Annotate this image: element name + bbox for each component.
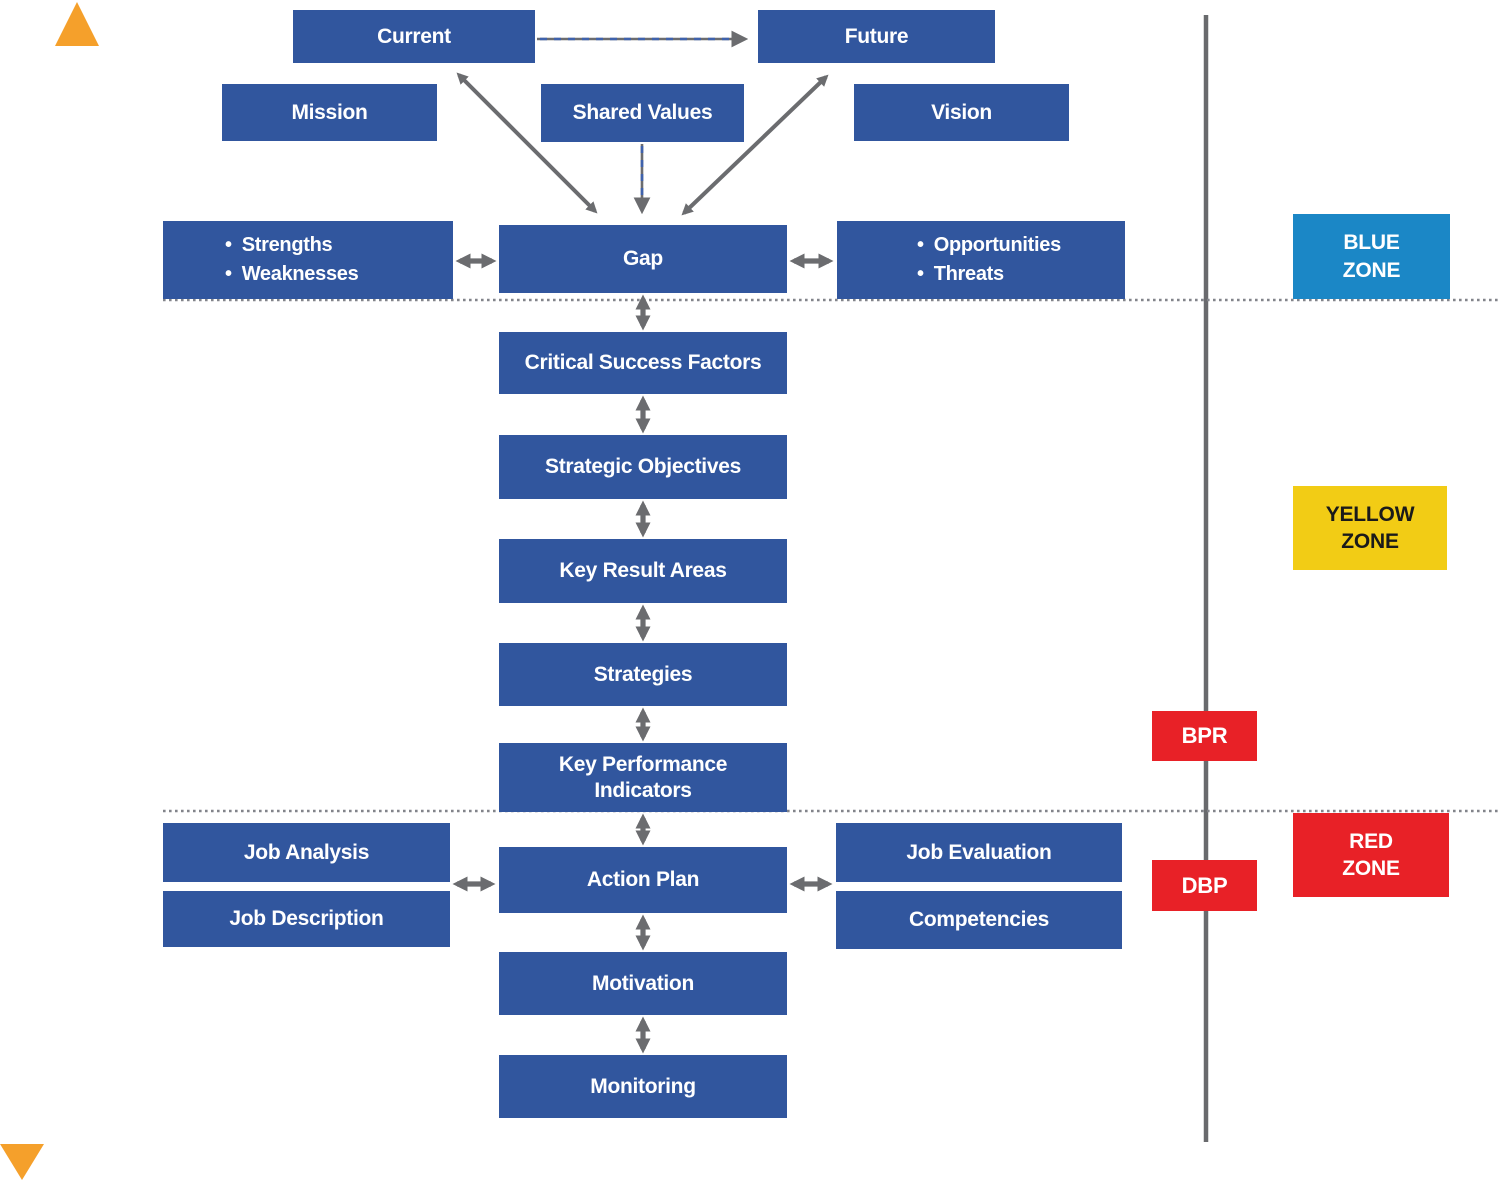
job-evaluation-label: Job Evaluation [906,840,1052,864]
red-zone-line1: RED [1349,829,1393,853]
bpr-label: BPR [1181,723,1228,748]
critical-success-factors-label: Critical Success Factors [524,351,762,375]
bpr-tag: BPR [1152,711,1257,761]
motivation-label: Motivation [592,971,694,995]
timeline-arrow-up [55,2,99,1158]
current-gap-arrow [456,72,598,214]
strategic-objectives-label: Strategic Objectives [545,455,741,479]
shared-values-box: Shared Values [541,84,744,142]
job-description-label: Job Description [229,907,384,931]
key-result-areas-label: Key Result Areas [559,559,727,583]
competencies-box: Competencies [836,891,1122,949]
threats-item: • Threats [917,260,1004,289]
future-gap-arrow [681,74,829,216]
strengths-weaknesses-box: • Strengths • Weaknesses [163,221,453,299]
strategies-box: Strategies [499,643,787,706]
dbp-tag: DBP [1152,860,1257,911]
yellow-zone-badge: YELLOW ZONE [1293,486,1447,570]
bullet-icon: • [225,263,232,285]
opportunities-label: Opportunities [933,234,1062,256]
key-result-areas-box: Key Result Areas [499,539,787,603]
monitoring-box: Monitoring [499,1055,787,1118]
vision-label: Vision [931,100,992,124]
gap-label: Gap [623,247,663,271]
mission-label: Mission [291,100,368,124]
critical-success-factors-box: Critical Success Factors [499,332,787,394]
gap-box: Gap [499,225,787,293]
strengths-label: Strengths [241,234,333,256]
action-plan-box: Action Plan [499,847,787,913]
strategic-objectives-box: Strategic Objectives [499,435,787,499]
yellow-zone-line1: YELLOW [1325,502,1415,526]
competencies-label: Competencies [909,908,1049,932]
monitoring-label: Monitoring [590,1074,696,1098]
job-description-box: Job Description [163,891,450,947]
job-evaluation-box: Job Evaluation [836,823,1122,882]
strengths-item: • Strengths [225,231,333,260]
opportunities-threats-box: • Opportunities • Threats [837,221,1125,299]
red-zone-badge: RED ZONE [1293,813,1449,897]
blue-zone-line2: ZONE [1342,258,1401,282]
kpi-line1: Key Performance [558,752,728,776]
job-analysis-box: Job Analysis [163,823,450,882]
yellow-zone-line2: ZONE [1341,530,1399,553]
kpi-line2: Indicators [594,778,692,802]
bullet-icon: • [917,234,924,256]
vision-box: Vision [854,84,1069,141]
weaknesses-label: Weaknesses [241,263,359,285]
red-zone-line2: ZONE [1342,857,1400,880]
threats-label: Threats [933,263,1004,285]
strategies-label: Strategies [593,662,693,686]
motivation-box: Motivation [499,952,787,1015]
weaknesses-item: • Weaknesses [225,260,359,289]
future-box: Future [758,10,995,63]
bullet-icon: • [917,263,924,285]
bullet-icon: • [225,234,232,256]
opportunities-item: • Opportunities [917,231,1061,260]
shared-values-label: Shared Values [572,101,713,125]
future-label: Future [844,24,909,48]
dbp-label: DBP [1181,872,1228,898]
blue-zone-line1: BLUE [1343,231,1400,255]
action-plan-label: Action Plan [586,868,700,892]
blue-zone-badge: BLUE ZONE [1293,214,1450,299]
key-performance-indicators-label: Key Performance Indicators [558,752,728,803]
job-analysis-label: Job Analysis [243,840,370,864]
timeline-arrow-down [0,28,44,1180]
current-box: Current [293,10,535,63]
mission-box: Mission [222,84,437,141]
key-performance-indicators-box: Key Performance Indicators [499,743,787,812]
current-label: Current [377,24,451,48]
